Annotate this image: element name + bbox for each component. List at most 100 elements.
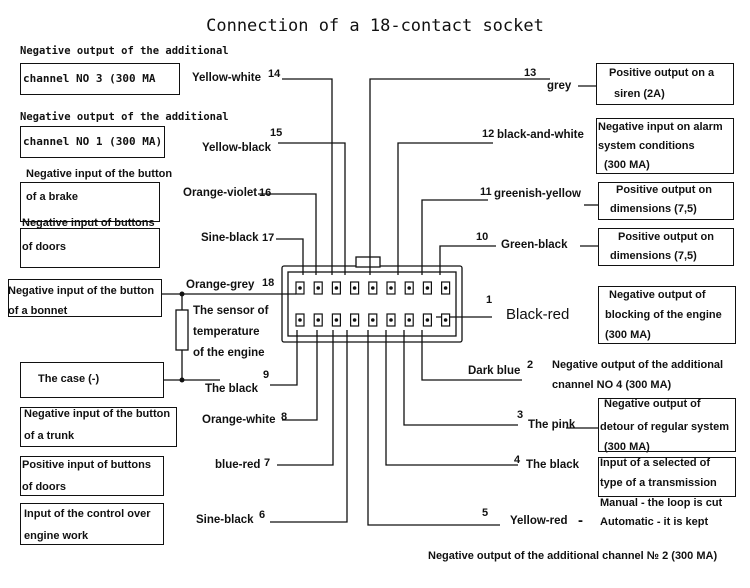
left-14-text: channel NO 3 (300 MA	[23, 72, 156, 85]
right-5-text: Negative output of the additional channe…	[428, 550, 718, 562]
left-8-box	[20, 407, 177, 447]
connector-pin-contact	[371, 286, 375, 290]
connector-pin-contact	[425, 318, 430, 322]
wire-label-15: Yellow-black	[202, 142, 272, 154]
pin-number-11: 11	[480, 186, 492, 198]
wire-label-3: The pink	[528, 419, 576, 431]
pin-number-16: 16	[259, 187, 272, 199]
right-11-box	[598, 182, 734, 220]
connector-pin-contact	[407, 318, 412, 322]
left-9-box	[20, 362, 164, 398]
pin-number-13: 13	[524, 67, 537, 79]
pin-number-8: 8	[281, 411, 288, 423]
dash-mark: -	[578, 512, 583, 529]
wire-8	[282, 330, 318, 421]
wire-17	[276, 238, 304, 275]
pin-number-18: 18	[262, 277, 275, 289]
connector-pin-contact	[334, 286, 339, 290]
pin-number-3: 3	[517, 409, 524, 421]
wire-10	[439, 245, 496, 275]
right-10-text-a: Positive output on	[618, 231, 714, 243]
right-12-text-a: Negative input on alarm	[598, 121, 723, 133]
pin-number-1: 1	[486, 294, 493, 306]
wire-12	[397, 142, 493, 275]
left-18-text-a: Negative input of the button	[8, 285, 155, 297]
wire-13	[369, 78, 550, 275]
left-14-head: Negative output of the additional	[20, 45, 229, 57]
wire-14	[282, 78, 333, 275]
wire-label-13: grey	[547, 80, 572, 92]
connector-pin-contact	[352, 286, 357, 290]
pin-number-10: 10	[476, 231, 489, 243]
right-2-text-a: Negative output of the additional	[552, 359, 724, 371]
wire-2	[421, 330, 522, 381]
pin-number-12: 12	[482, 128, 495, 140]
wire-label-10: Green-black	[501, 239, 568, 251]
connector-body	[281, 265, 463, 343]
left-7-text-b: of doors	[22, 481, 66, 493]
left-17-box	[20, 228, 160, 268]
wire-label-16: Orange-violet	[183, 187, 258, 199]
right-11-text-a: Positive output on	[616, 184, 712, 196]
pin-number-14: 14	[268, 68, 281, 80]
diagram-title: Connection of a 18-contact socket	[206, 16, 544, 36]
wire-label-9: The black	[205, 383, 259, 395]
connector-pin-contact	[443, 286, 448, 290]
right-4-text-c: Manual - the loop is cut	[600, 497, 723, 509]
connector-pin-contact	[316, 286, 321, 290]
right-10-text-b: dimensions (7,5)	[610, 250, 697, 262]
right-2-text-b: cnannel NO 4 (300 MA)	[552, 379, 672, 391]
right-12-box	[596, 118, 734, 174]
wire-4	[385, 330, 518, 466]
pin-number-9: 9	[263, 369, 270, 381]
left-18-box	[8, 279, 162, 317]
right-3-box	[598, 398, 736, 452]
wire-label-18: Orange-grey	[186, 279, 255, 291]
right-1-text-c: (300 MA)	[605, 329, 651, 341]
left-9-text: The case (-)	[38, 373, 100, 385]
left-7-box	[20, 456, 164, 496]
connector-pin-contact	[352, 318, 357, 322]
right-12-text-c: (300 MA)	[604, 159, 650, 171]
wire-label-1: Black-red	[506, 306, 570, 323]
wire-label-5: Yellow-red	[510, 515, 568, 527]
right-4-text-b: type of a transmission	[600, 477, 717, 489]
connector-pin-contact	[389, 286, 393, 290]
sensor-line-1: The sensor of	[193, 305, 269, 317]
right-10-box	[598, 228, 734, 266]
pin-number-2: 2	[527, 359, 534, 371]
connector-pin-contact	[298, 318, 302, 322]
connector-pin-contact	[371, 318, 375, 322]
right-1-text-b: blocking of the engine	[605, 309, 722, 321]
left-6-text-b: engine work	[24, 530, 89, 542]
connector-pin-contact	[407, 286, 412, 290]
temperature-sensor	[175, 309, 189, 351]
sensor-label: The sensor of temperature of the engine	[193, 301, 268, 364]
connector-pin-contact	[389, 318, 393, 322]
left-17-text-a: Negative input of buttons	[22, 217, 155, 229]
right-1-text-a: Negative output of	[609, 289, 706, 301]
wire-5	[367, 330, 500, 526]
right-13-box	[596, 63, 734, 105]
connector-pin-contact	[425, 286, 430, 290]
sensor-line-2: temperature	[193, 326, 260, 338]
wire-7	[277, 330, 334, 466]
right-4-text-a: Input of a selected of	[600, 457, 711, 469]
wire-label-11: greenish-yellow	[494, 188, 581, 200]
connector-pin-contact	[298, 286, 302, 290]
right-4-box	[598, 457, 736, 497]
pin-number-6: 6	[259, 509, 266, 521]
wire-6	[270, 330, 348, 523]
sensor-line-3: of the engine	[193, 347, 265, 359]
right-13-text-a: Positive output on a	[609, 67, 715, 79]
wire-label-4: The black	[526, 459, 580, 471]
right-11-text-b: dimensions (7,5)	[610, 203, 697, 215]
left-17-text-b: of doors	[22, 241, 66, 253]
pin-number-7: 7	[264, 457, 271, 469]
left-16-box	[20, 182, 160, 222]
left-8-text-a: Negative input of the button	[24, 408, 171, 420]
left-14-box	[20, 63, 180, 95]
pin-number-15: 15	[270, 127, 283, 139]
wire-3	[403, 330, 518, 426]
wire-16	[258, 193, 317, 275]
